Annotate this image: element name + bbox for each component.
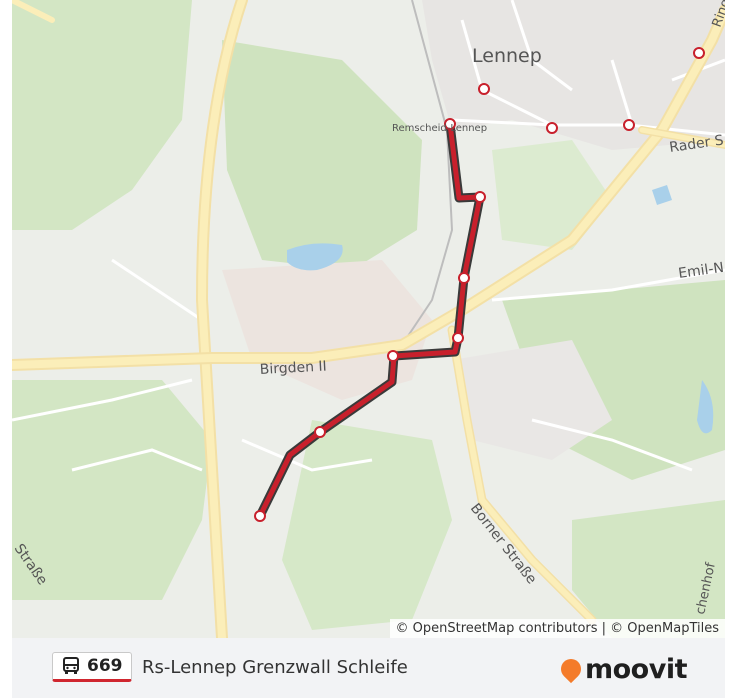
route-info-bar: 669 Rs-Lennep Grenzwall Schleife moovit — [12, 638, 725, 698]
stop-marker[interactable] — [546, 122, 558, 134]
moovit-logo: moovit — [556, 654, 688, 685]
route-map[interactable]: Lennep Remscheid-Lennep Rader S Emil-N B… — [12, 0, 725, 638]
other-stops — [478, 47, 705, 134]
route-number: 669 — [87, 656, 123, 676]
railway — [391, 0, 454, 361]
stop-marker[interactable] — [623, 119, 635, 131]
moovit-logo-text: moovit — [585, 654, 688, 685]
map-attribution[interactable]: © OpenStreetMap contributors | © OpenMap… — [389, 619, 725, 638]
green-area — [222, 40, 422, 270]
green-area — [12, 0, 192, 230]
map-label-birgden: Birgden II — [259, 359, 327, 378]
stop-marker[interactable] — [458, 272, 470, 284]
route-stops — [254, 118, 486, 522]
map-label-rader: Rader S — [668, 133, 724, 156]
route-line — [255, 119, 485, 521]
map-label-station: Remscheid-Lennep — [392, 123, 487, 134]
stop-marker[interactable] — [254, 510, 266, 522]
water — [697, 380, 714, 434]
urban-area — [222, 260, 432, 400]
route-name: Rs-Lennep Grenzwall Schleife — [142, 657, 408, 678]
water — [287, 243, 343, 271]
green-area — [12, 380, 212, 600]
stop-marker[interactable] — [478, 83, 490, 95]
moovit-pin-icon — [556, 654, 586, 683]
stop-marker[interactable] — [387, 350, 399, 362]
stop-marker[interactable] — [444, 118, 456, 130]
map-canvas: Lennep Remscheid-Lennep Rader S Emil-N B… — [12, 0, 725, 638]
green-area — [572, 500, 725, 638]
map-label-emil: Emil-N — [677, 260, 725, 282]
green-area — [282, 420, 452, 630]
stop-marker[interactable] — [693, 47, 705, 59]
water — [652, 185, 672, 205]
route-badge[interactable]: 669 — [52, 652, 132, 682]
stop-marker[interactable] — [452, 332, 464, 344]
urban-area — [422, 0, 725, 150]
stop-marker[interactable] — [314, 426, 326, 438]
stop-marker[interactable] — [474, 191, 486, 203]
minor-streets — [12, 0, 725, 472]
bus-icon — [63, 657, 79, 674]
map-label-city: Lennep — [472, 45, 542, 67]
